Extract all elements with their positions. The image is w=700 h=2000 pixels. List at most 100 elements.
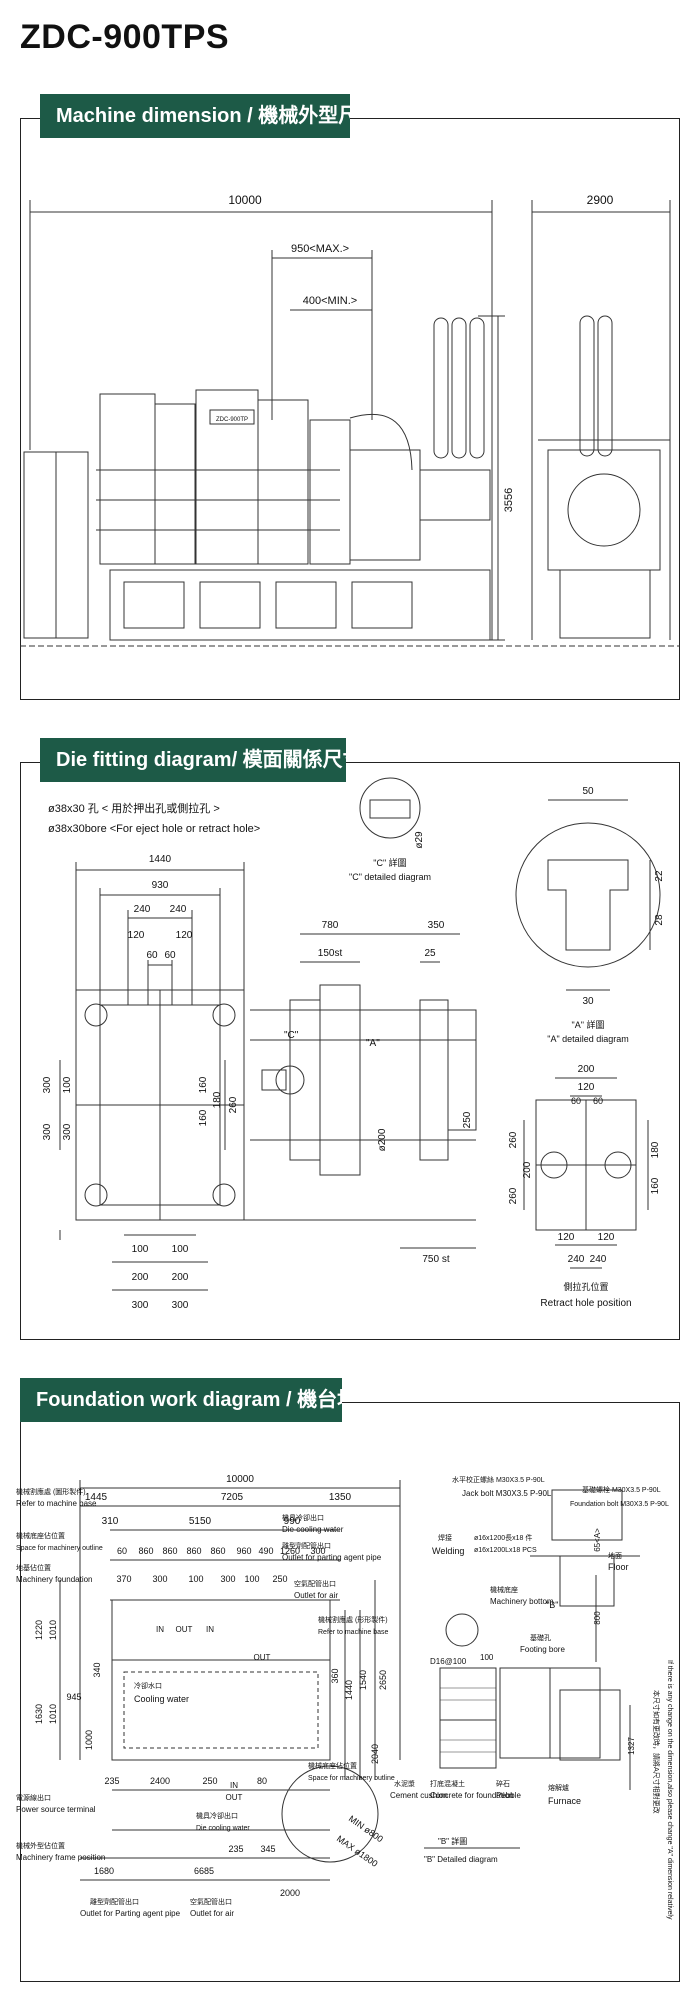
lbl-frame-en: Machinery frame position: [16, 1853, 105, 1862]
f-dim-1260: 1260: [280, 1546, 300, 1556]
f-dim-370: 370: [116, 1574, 131, 1584]
dim-250: 250: [462, 1111, 473, 1128]
f-dim-1445: 1445: [85, 1492, 108, 1503]
in-label-2: IN: [206, 1625, 214, 1634]
c-marker: "C": [284, 1030, 299, 1041]
dim-120-b: 120: [176, 930, 193, 941]
f-bottom-1680: 1680: [94, 1866, 114, 1876]
machine-dimension-tab: Machine dimension / 機械外型尺寸: [40, 94, 350, 138]
foundation-panel: [20, 1402, 680, 1982]
lbl-cooling-cn: 冷卻水口: [134, 1681, 162, 1690]
f-dim-300-top: 300: [310, 1546, 325, 1556]
cement-en: Cement cushion: [390, 1791, 448, 1800]
f-dim-300-b: 300: [220, 1574, 235, 1584]
a-dim-50: 50: [582, 786, 594, 797]
machinery-bottom-cn: 機械底座: [490, 1585, 518, 1594]
dim-160-b: 160: [198, 1109, 209, 1126]
lbl-foundation-en: Machinery foundation: [16, 1575, 93, 1584]
r-dim-240-a: 240: [568, 1254, 585, 1265]
lbl-air-en: Outlet for air: [294, 1591, 338, 1600]
side-note-cn: 本尺寸如有更改時，請將A尺寸相對更改: [652, 1690, 661, 1814]
dim-240-a: 240: [134, 904, 151, 915]
c-detail-cn: "C" 詳圖: [373, 857, 406, 868]
r-dim-200-left: 200: [522, 1161, 533, 1178]
b-dim-100: 100: [480, 1653, 494, 1662]
dim-180: 180: [212, 1091, 223, 1108]
jack-bolt-cn: 水平校正螺絲 M30X3.5 P-90L: [452, 1475, 545, 1484]
footing-bore-en: Footing bore: [520, 1645, 565, 1654]
f-dim-990: 990: [284, 1516, 301, 1527]
r-dim-240-b: 240: [590, 1254, 607, 1265]
footing-bore-cn: 基礎孔: [530, 1633, 551, 1642]
lbl-space-en: Space for machinery outline: [16, 1545, 103, 1552]
a-detail-cn: "A" 詳圖: [572, 1019, 605, 1030]
out-label-3: OUT: [226, 1793, 243, 1802]
dim-300-left-b: 300: [42, 1123, 53, 1140]
lbl-air2-en: Outlet for air: [190, 1909, 234, 1918]
r-dim-120-top: 120: [578, 1082, 595, 1093]
f-dim-860-a: 860: [138, 1546, 153, 1556]
b-dim-65a: 65<A>: [593, 1528, 602, 1552]
nameplate-label: ZDC-900TP: [216, 417, 248, 423]
dim-stroke-min: 400<MIN.>: [303, 295, 357, 307]
dim-300-bottom-b: 300: [172, 1300, 189, 1311]
dim-160-a: 160: [198, 1076, 209, 1093]
dim-25: 25: [424, 948, 436, 959]
a-detail-en: "A" detailed diagram: [547, 1034, 628, 1044]
r-dim-160: 160: [650, 1177, 661, 1194]
in-label-1: IN: [156, 1625, 164, 1634]
f-dim-7205: 7205: [221, 1492, 244, 1503]
dim-120-a: 120: [128, 930, 145, 941]
dim-300-left-c: 300: [62, 1123, 73, 1140]
b-dim-d16: D16@100: [430, 1657, 467, 1666]
dim-240-b: 240: [170, 904, 187, 915]
plate-en: ø16x1200Lx18 PCS: [474, 1547, 537, 1554]
lbl-parting-cn: 離型劑配管出口: [282, 1541, 331, 1550]
r-dim-180: 180: [650, 1141, 661, 1158]
lbl-die-cool-cn: 機具冷卻出口: [282, 1513, 324, 1522]
eject-hole-note-cn: ø38x30 孔 < 用於押出孔或側拉孔 >: [48, 801, 220, 815]
f-left-1010-b: 1010: [48, 1704, 58, 1724]
retract-label-cn: 側拉孔位置: [563, 1281, 608, 1292]
f-right-2040: 2040: [370, 1744, 380, 1764]
out-label-1: OUT: [176, 1625, 193, 1634]
lbl-parting2-en: Outlet for Parting agent pipe: [80, 1909, 181, 1918]
welding-en: Welding: [432, 1546, 464, 1556]
f-bottom-250: 250: [202, 1776, 217, 1786]
f-dim-860-d: 860: [210, 1546, 225, 1556]
a-marker: "A": [366, 1038, 380, 1049]
foundation-tab: Foundation work diagram / 機台地基尺寸: [20, 1378, 342, 1422]
b-dim-800: 800: [593, 1611, 602, 1625]
f-bottom-235-a: 235: [104, 1776, 119, 1786]
furnace-cn: 熔解爐: [548, 1783, 569, 1792]
lbl-frame-cn: 機械外型佔位置: [16, 1841, 65, 1850]
dim-200-bottom-b: 200: [172, 1272, 189, 1283]
dim-100-bottom-a: 100: [132, 1244, 149, 1255]
dim-780: 780: [322, 920, 339, 931]
lbl-space2-cn: 機械底座佔位置: [308, 1761, 357, 1770]
dim-length: 10000: [228, 193, 262, 207]
pebble-en: Pebble: [496, 1791, 521, 1800]
r-dim-260-a: 260: [508, 1131, 519, 1148]
dim-width: 2900: [587, 193, 614, 207]
machine-dimension-panel: [20, 118, 680, 700]
dim-d200: ø200: [377, 1128, 388, 1151]
r-dim-60-a: 60: [571, 1096, 581, 1106]
f-left-1010-a: 1010: [48, 1620, 58, 1640]
c-dim-d29: ø29: [414, 831, 425, 849]
floor-en: Floor: [608, 1562, 629, 1572]
cement-cn: 水泥漿: [394, 1779, 415, 1788]
f-bottom-80: 80: [257, 1776, 267, 1786]
foundation-bolt-cn: 基礎螺栓 M30X3.5 P-90L: [582, 1485, 661, 1494]
lbl-refer-en: Refer to machine base: [16, 1499, 97, 1508]
f-dim-60: 60: [117, 1546, 127, 1556]
dim-60-a: 60: [146, 950, 158, 961]
f-dim-960: 960: [236, 1546, 251, 1556]
page-title: ZDC-900TPS: [20, 18, 230, 56]
concrete-cn: 打底混凝土: [430, 1779, 465, 1788]
dim-930: 930: [152, 880, 169, 891]
f-left-945: 945: [66, 1692, 81, 1702]
out-label-2: OUT: [254, 1653, 271, 1662]
f-left-1000: 1000: [84, 1730, 94, 1750]
